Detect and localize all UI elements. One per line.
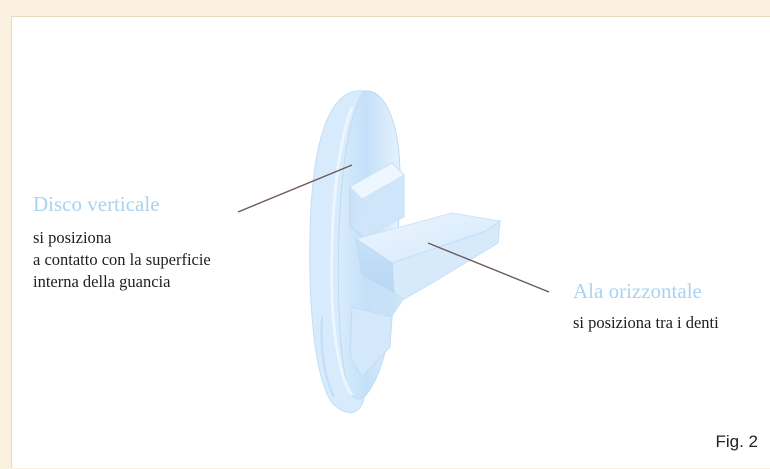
vertical-disc-line-1: si posiziona [33,228,112,247]
horizontal-wing-shape [354,212,502,317]
vertical-disc-title: Disco verticale [33,192,160,216]
vertical-disc-line-3: interna della guancia [33,272,171,291]
lower-body-shape [349,306,393,378]
horizontal-wing-line-1: si posiziona tra i denti [573,313,719,332]
figure-panel: Disco verticale si posiziona a contatto … [11,16,770,468]
figure-caption: Fig. 2 [715,432,758,451]
leader-line-horizontal-wing [427,242,550,293]
vertical-disc-line-2: a contatto con la superficie [33,250,211,269]
horizontal-wing-title: Ala orizzontale [573,279,702,303]
stem-shape [349,162,405,238]
leader-line-vertical-disc [237,164,353,213]
device-illustration [237,90,550,414]
